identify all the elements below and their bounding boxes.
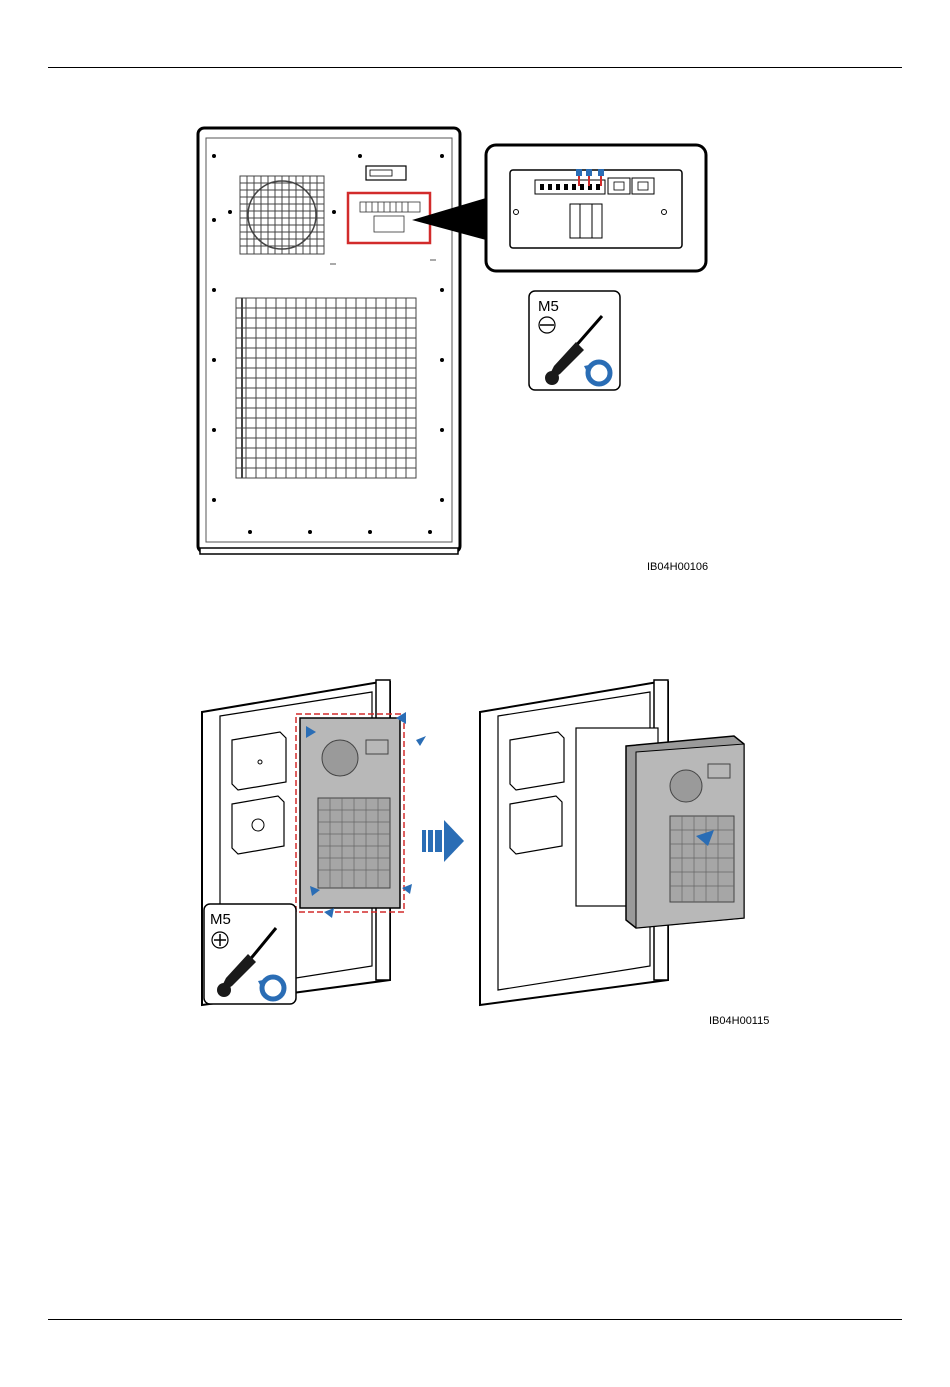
screwdriver-tool-inset: M5 xyxy=(529,291,620,390)
footer-rule xyxy=(48,1319,902,1320)
air-conditioner-unit xyxy=(296,714,404,912)
figure-1-door-rear-view: M5 xyxy=(190,120,730,565)
tool-size-label: M5 xyxy=(538,298,559,315)
phillips-tool-inset: M5 xyxy=(204,904,296,1004)
removed-air-conditioner-unit xyxy=(626,736,744,928)
tool-size-label-2: M5 xyxy=(210,911,231,928)
figure-2-remove-air-conditioner: M5 xyxy=(190,670,780,1015)
step-arrow-icon xyxy=(422,820,464,862)
terminal-highlight-box xyxy=(348,193,430,243)
header-rule xyxy=(48,67,902,68)
terminal-zoom-panel xyxy=(486,145,706,271)
figure-2-id: IB04H00115 xyxy=(709,1015,769,1027)
figure-1-id: IB04H00106 xyxy=(647,561,708,573)
